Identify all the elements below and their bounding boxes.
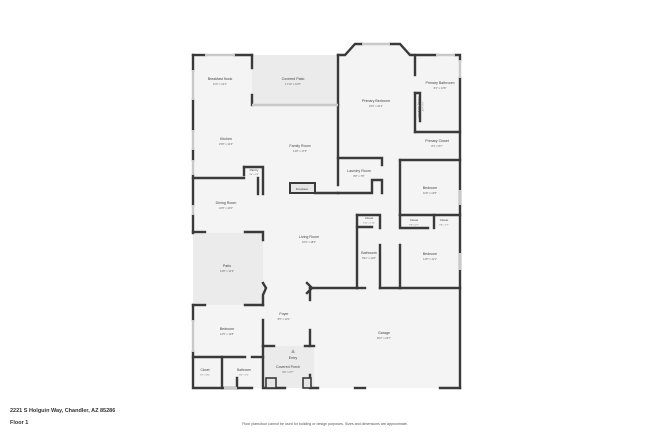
room-dim-bedroom-2: 11'8" x 10'5": [423, 191, 437, 195]
room-dim-kitchen: 15'8" x 14'3": [219, 142, 233, 146]
room-label-primary-bedroom: Primary Bedroom: [362, 99, 390, 103]
walls: [191, 42, 462, 390]
room-dim-laundry-room: 8'8" x 7'8": [353, 174, 364, 178]
room-label-primary-closet: Primary Closet: [425, 139, 449, 143]
room-label-entry: Entry: [289, 356, 298, 360]
room-dim-bedroom-4: 14'5" x 11'8": [220, 332, 234, 336]
room-dim-closet-b4: 5'7" x 5'0": [200, 375, 210, 377]
room-dim-dining-room: 10'8" x 10'0": [219, 206, 233, 210]
room-dim-closet-b2: 5'8" x 2'7": [409, 225, 419, 227]
room-dim-bathroom-hall: 8'11" x 11'8": [362, 256, 376, 260]
room-label-laundry-room: Laundry Room: [347, 169, 371, 173]
room-label-fireplace: Fireplace: [296, 187, 309, 191]
room-label-bedroom-3: Bedroom: [423, 252, 438, 256]
room-dim-family-room: 14'8" x 17'5": [293, 149, 307, 153]
patio-area: [193, 233, 263, 305]
room-label-foyer: Foyer: [279, 312, 289, 316]
room-label-primary-bathroom: Primary Bathroom: [426, 81, 455, 85]
fireplace-block: [289, 182, 316, 194]
room-label-primary-bathroom-small: Primary Bathroom: [417, 97, 421, 118]
room-dim-primary-bathroom: 8'4" x 13'8": [434, 86, 447, 90]
room-dim-garage: 30'2" x 23'7": [377, 336, 391, 340]
room-label-covered-porch: Covered Porch: [276, 365, 300, 369]
room-dim-closet-hall: 4'11" x 1'11": [363, 223, 375, 225]
porch-column-right: [302, 377, 312, 389]
windows: [191, 42, 462, 390]
room-label-pantry: Pantry: [250, 168, 259, 172]
room-label-closet-b4: Closet: [200, 368, 209, 372]
room-dim-closet-b3: 5'8" x 2'7": [439, 225, 449, 227]
room-dim-pantry: 4'0" x 2'8": [249, 174, 259, 176]
room-dim-bathroom-b4: 8'0" x 7'0": [239, 375, 249, 377]
floor-label: Floor 1: [10, 420, 29, 426]
room-label-patio: Patio: [223, 264, 231, 268]
porch-column-left: [265, 377, 277, 389]
room-label-closet-hall: Closet: [365, 216, 374, 220]
room-labels: Breakfast Nook 11'0" x 10'1" Covered Pat…: [200, 77, 454, 377]
entry-arrow-icon: [291, 349, 295, 353]
room-dim-primary-closet: 8'4" x 8'7": [431, 144, 442, 148]
room-label-covered-patio: Covered Patio: [282, 77, 305, 81]
room-label-dining-room: Dining Room: [216, 201, 237, 205]
property-address: 2221 S Holguin Way, Chandler, AZ 85286: [10, 408, 116, 414]
room-label-living-room: Living Room: [299, 235, 319, 239]
room-label-bedroom-2: Bedroom: [423, 186, 438, 190]
room-dim-bedroom-3: 11'8" x 11'1": [423, 257, 437, 261]
room-dim-primary-bathroom-small: 3'11" x 6'8": [421, 102, 423, 112]
room-label-breakfast-nook: Breakfast Nook: [208, 77, 233, 81]
room-dim-breakfast-nook: 11'0" x 10'1": [213, 82, 227, 86]
room-label-closet-b3: Closet: [440, 218, 449, 222]
room-label-bedroom-4: Bedroom: [220, 327, 235, 331]
room-label-garage: Garage: [378, 331, 390, 335]
room-label-family-room: Family Room: [289, 144, 310, 148]
floor-fill: [193, 44, 460, 388]
covered-patio-area: [252, 55, 338, 105]
disclaimer: Floor plans/tour cannot be used for buil…: [242, 422, 408, 426]
room-dim-primary-bedroom: 15'0" x 24'1": [369, 104, 383, 108]
room-dim-foyer: 8'6" x 12'1": [278, 317, 291, 321]
room-dim-covered-porch: 9'0" x 6'7": [282, 370, 293, 374]
room-dim-patio: 14'8" x 14'3": [220, 269, 234, 273]
room-label-bathroom-hall: Bathroom: [361, 251, 377, 255]
room-label-bathroom-b4: Bathroom: [237, 368, 251, 372]
room-label-kitchen: Kitchen: [220, 137, 232, 141]
room-dim-living-room: 16'3" x 18'0": [302, 240, 316, 244]
room-dim-covered-patio: 17'10" x 10'5": [285, 82, 301, 86]
room-label-closet-b2: Closet: [410, 218, 419, 222]
